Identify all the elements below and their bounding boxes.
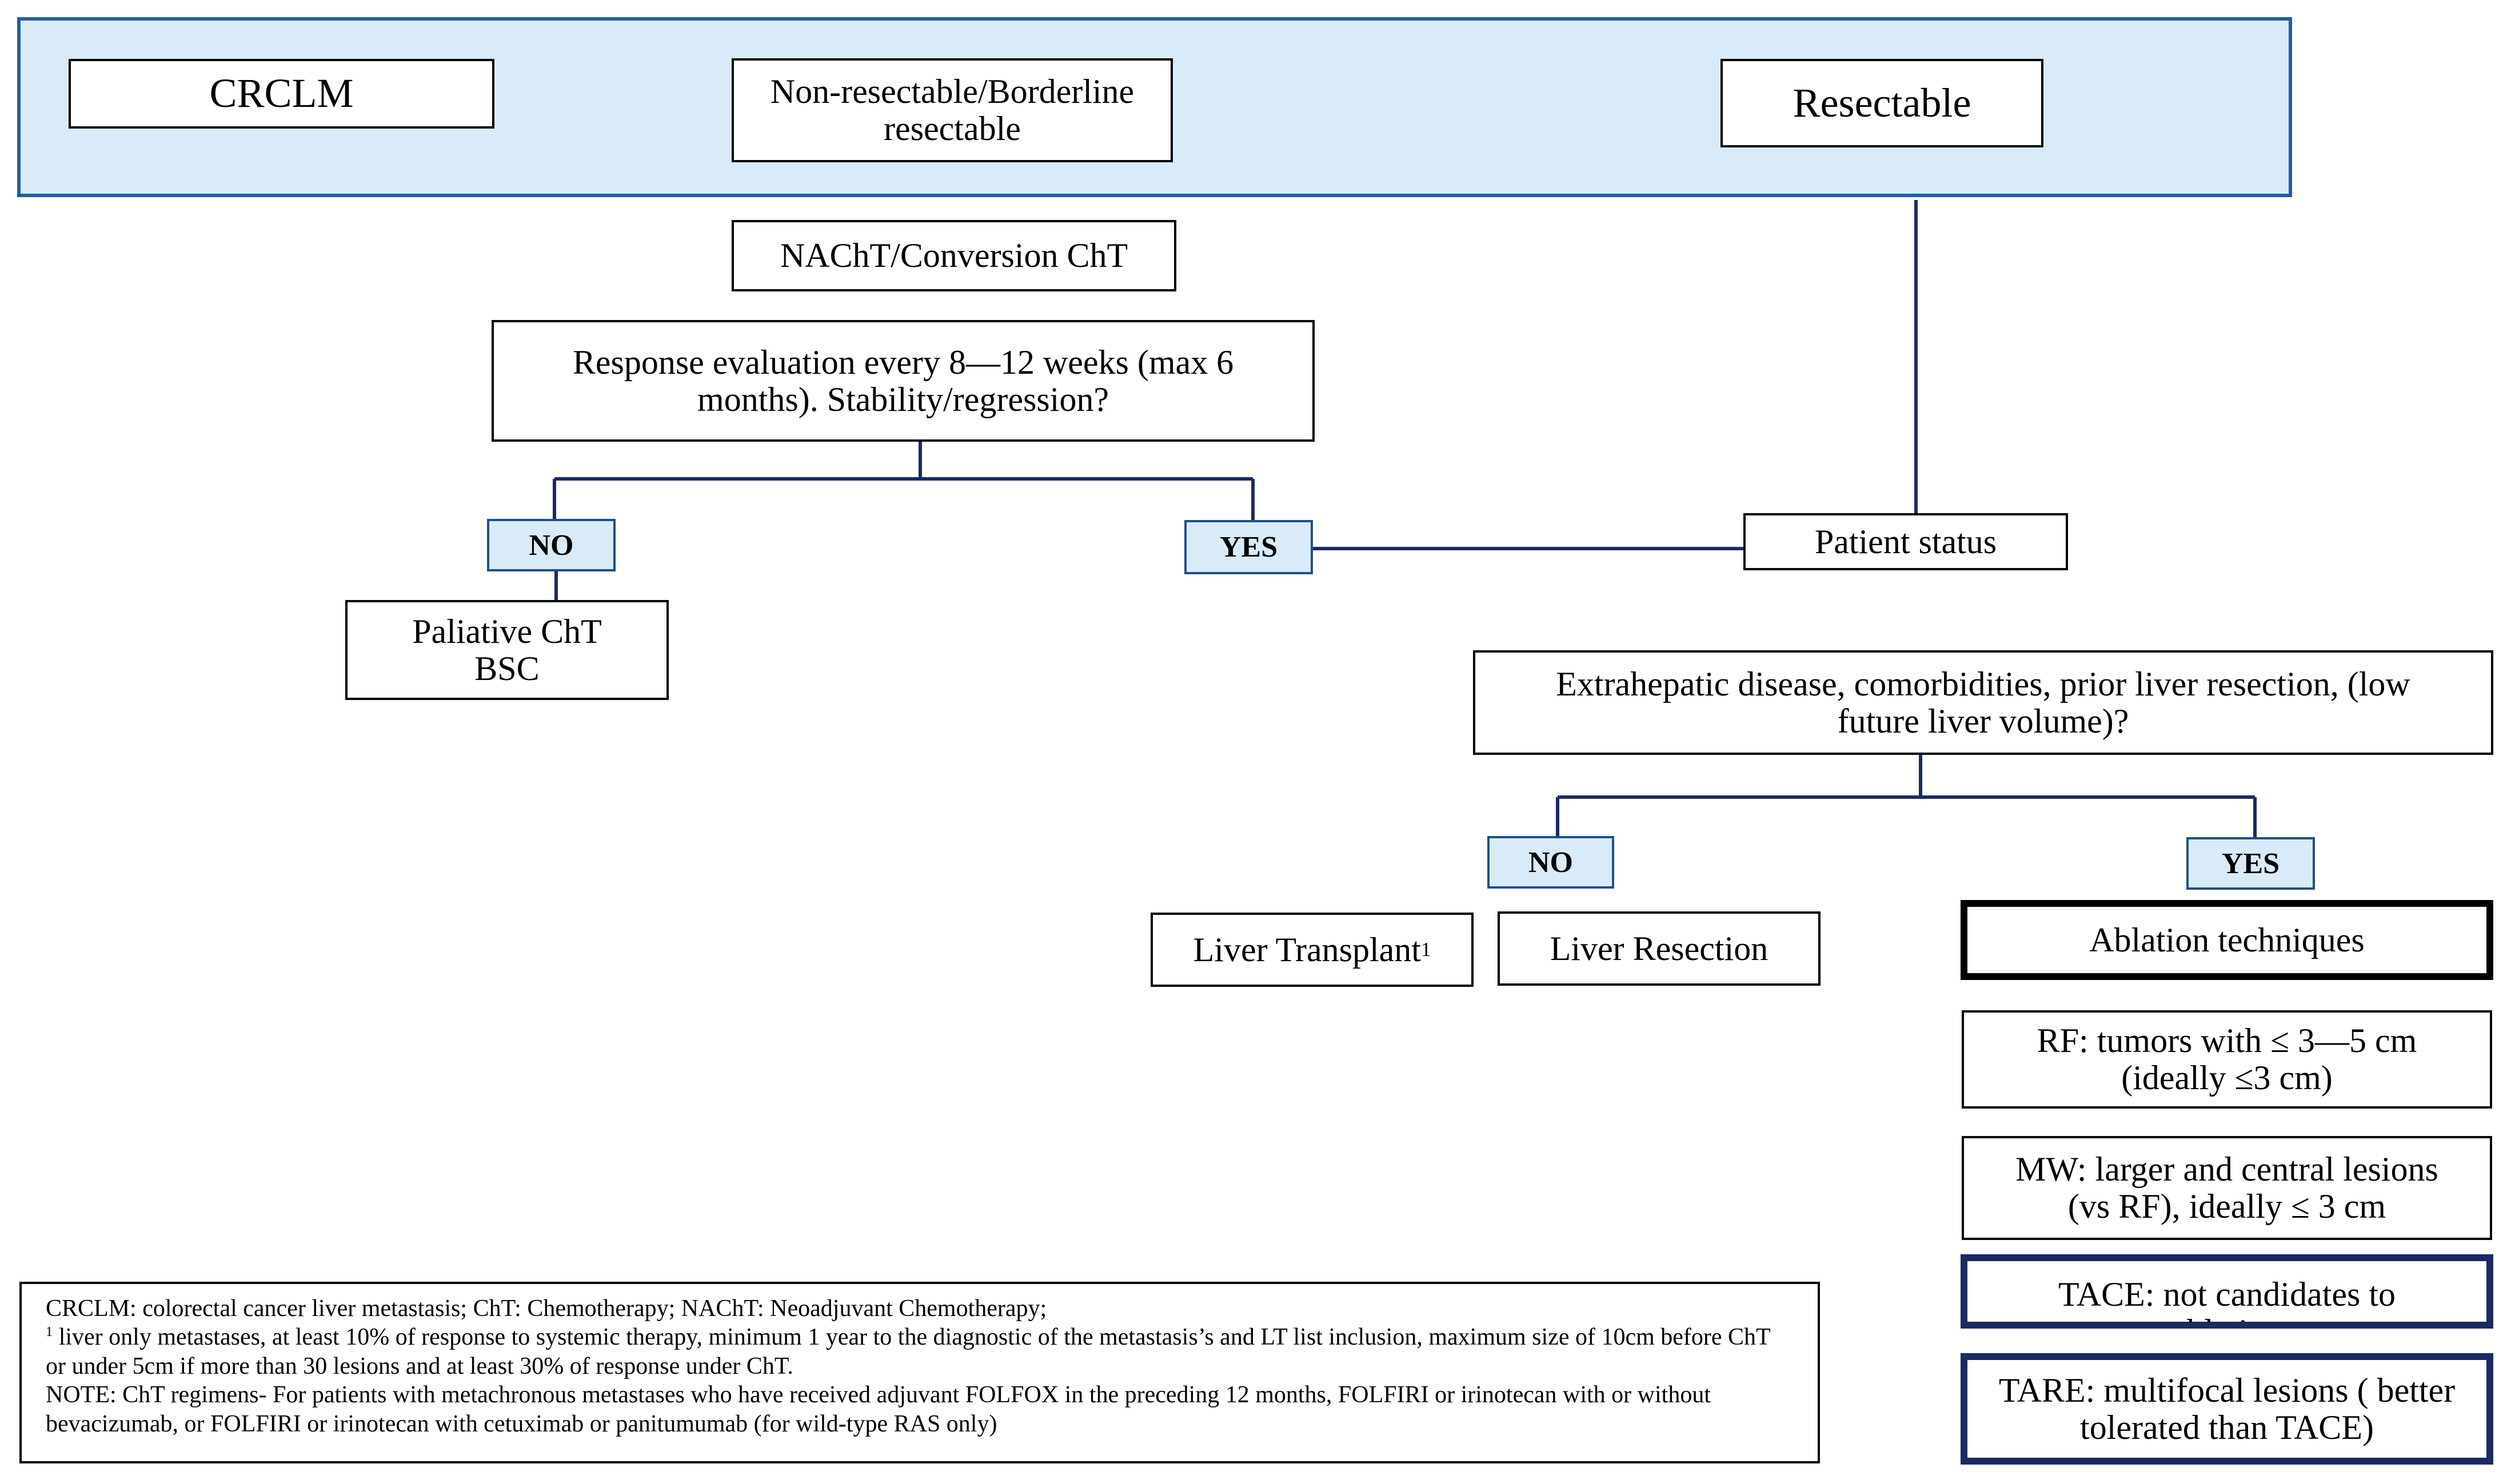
liver-transplant-footnote-marker: 1 [1420,938,1431,961]
node-patient-status: Patient status [1743,513,2068,570]
branch-no-2: NO [1487,836,1614,889]
node-tare: TARE: multifocal lesions ( better tolera… [1961,1353,2493,1465]
liver-transplant-label: Liver Transplant [1193,930,1421,969]
footnote-transplant-criteria-text: liver only metastases, at least 10% of r… [46,1324,1770,1379]
node-tace: TACE: not candidates to ablation [1961,1254,2493,1329]
branch-no-1: NO [487,519,616,571]
node-extrahepatic: Extrahepatic disease, comorbidities, pri… [1473,650,2493,755]
footnote-line-cht-regimens: NOTE: ChT regimens- For patients with me… [46,1382,1711,1437]
footnote-line-transplant-criteria: 1 liver only metastases, at least 10% of… [46,1323,1794,1381]
node-palliative: Paliative ChT BSC [345,600,669,700]
node-ablation-techniques: Ablation techniques [1961,900,2493,980]
node-non-resectable: Non-resectable/Borderline resectable [732,58,1173,162]
node-liver-resection: Liver Resection [1498,911,1821,986]
node-crclm: CRCLM [69,59,494,129]
node-rf: RF: tumors with ≤ 3—5 cm (ideally ≤3 cm) [1962,1010,2492,1109]
footnote-line-abbreviations: CRCLM: colorectal cancer liver metastasi… [46,1295,1047,1322]
node-mw: MW: larger and central lesions (vs RF), … [1962,1136,2492,1240]
node-response-evaluation: Response evaluation every 8—12 weeks (ma… [492,320,1315,442]
node-resectable: Resectable [1720,59,2043,147]
footnote-box: CRCLM: colorectal cancer liver metastasi… [19,1282,1820,1463]
branch-yes-1: YES [1184,520,1313,574]
node-nacht: NAChT/Conversion ChT [732,220,1176,291]
branch-yes-2: YES [2186,837,2315,890]
footnote-marker: 1 [46,1324,53,1340]
